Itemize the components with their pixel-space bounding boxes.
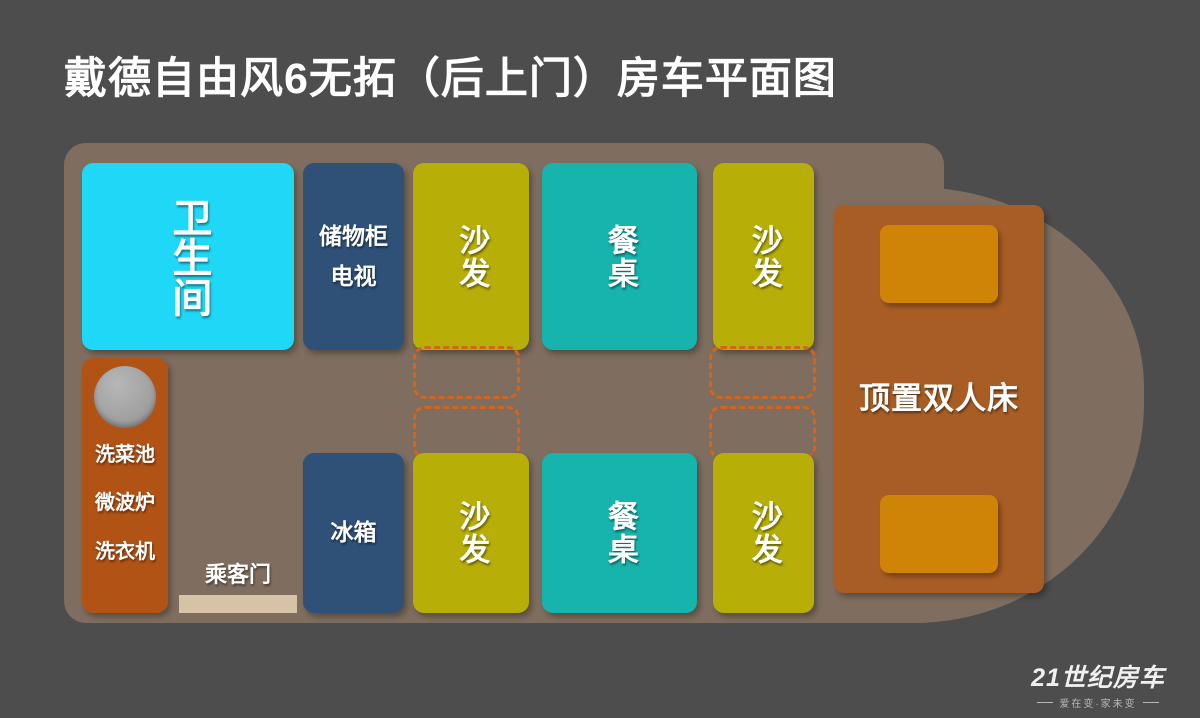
dashed-placeholder-left-upper [413, 346, 520, 399]
bed-pillow-lower [880, 495, 998, 573]
passenger-door[interactable]: 乘客门 [179, 543, 297, 613]
furniture-sofa-top-left-label: 沙发 [454, 223, 490, 290]
unit-microwave-label: 微波炉 [95, 492, 155, 515]
unit-storage-cabinet[interactable]: 储物柜 电视 [303, 163, 404, 350]
vehicle-body-diagram: 卫生间 储物柜 电视 沙发 餐桌 沙发 洗菜池 微波炉 洗衣机 [64, 143, 1144, 623]
furniture-sofa-top-right[interactable]: 沙发 [713, 163, 814, 350]
unit-sink-label: 洗菜池 [95, 444, 155, 466]
brand-logo: 21世纪房车 爱在变·家未变 [1018, 664, 1178, 711]
furniture-sofa-top-right-label: 沙发 [746, 223, 782, 290]
furniture-sofa-bottom-left[interactable]: 沙发 [413, 453, 529, 613]
unit-refrigerator[interactable]: 冰箱 [303, 453, 404, 613]
dashed-placeholder-left-lower [413, 406, 520, 459]
furniture-sofa-bottom-right-label: 沙发 [746, 500, 782, 566]
unit-kitchen-counter[interactable]: 洗菜池 微波炉 洗衣机 [82, 358, 168, 613]
brand-logo-name: 21世纪房车 [1031, 664, 1165, 692]
furniture-dining-table-top[interactable]: 餐桌 [542, 163, 697, 350]
dashed-placeholder-right-lower [709, 406, 816, 459]
brand-logo-tagline-text: 爱在变·家未变 [1059, 699, 1137, 710]
furniture-sofa-bottom-left-label: 沙发 [454, 500, 490, 566]
furniture-overhead-bed-label: 顶置双人床 [859, 380, 1019, 416]
unit-television-label: 电视 [330, 262, 377, 289]
sink-basin-icon [94, 366, 156, 428]
dashed-placeholder-right-upper [709, 346, 816, 399]
furniture-dining-table-bottom-label: 餐桌 [602, 500, 638, 566]
furniture-sofa-bottom-right[interactable]: 沙发 [713, 453, 814, 613]
furniture-overhead-bed[interactable]: 顶置双人床 [834, 205, 1044, 593]
bed-pillow-upper [880, 225, 998, 303]
page-title: 戴德自由风6无拓（后上门）房车平面图 [64, 55, 837, 103]
passenger-door-label: 乘客门 [204, 562, 271, 587]
furniture-dining-table-top-label: 餐桌 [602, 223, 638, 290]
unit-washing-machine-label: 洗衣机 [95, 540, 155, 563]
unit-refrigerator-label: 冰箱 [330, 519, 377, 546]
passenger-door-sill [179, 595, 297, 613]
furniture-dining-table-bottom[interactable]: 餐桌 [542, 453, 697, 613]
room-bathroom[interactable]: 卫生间 [82, 163, 294, 350]
furniture-sofa-top-left[interactable]: 沙发 [413, 163, 529, 350]
unit-storage-cabinet-label: 储物柜 [319, 222, 388, 249]
brand-logo-tagline: 爱在变·家未变 [1018, 695, 1178, 710]
room-bathroom-label: 卫生间 [166, 196, 211, 317]
